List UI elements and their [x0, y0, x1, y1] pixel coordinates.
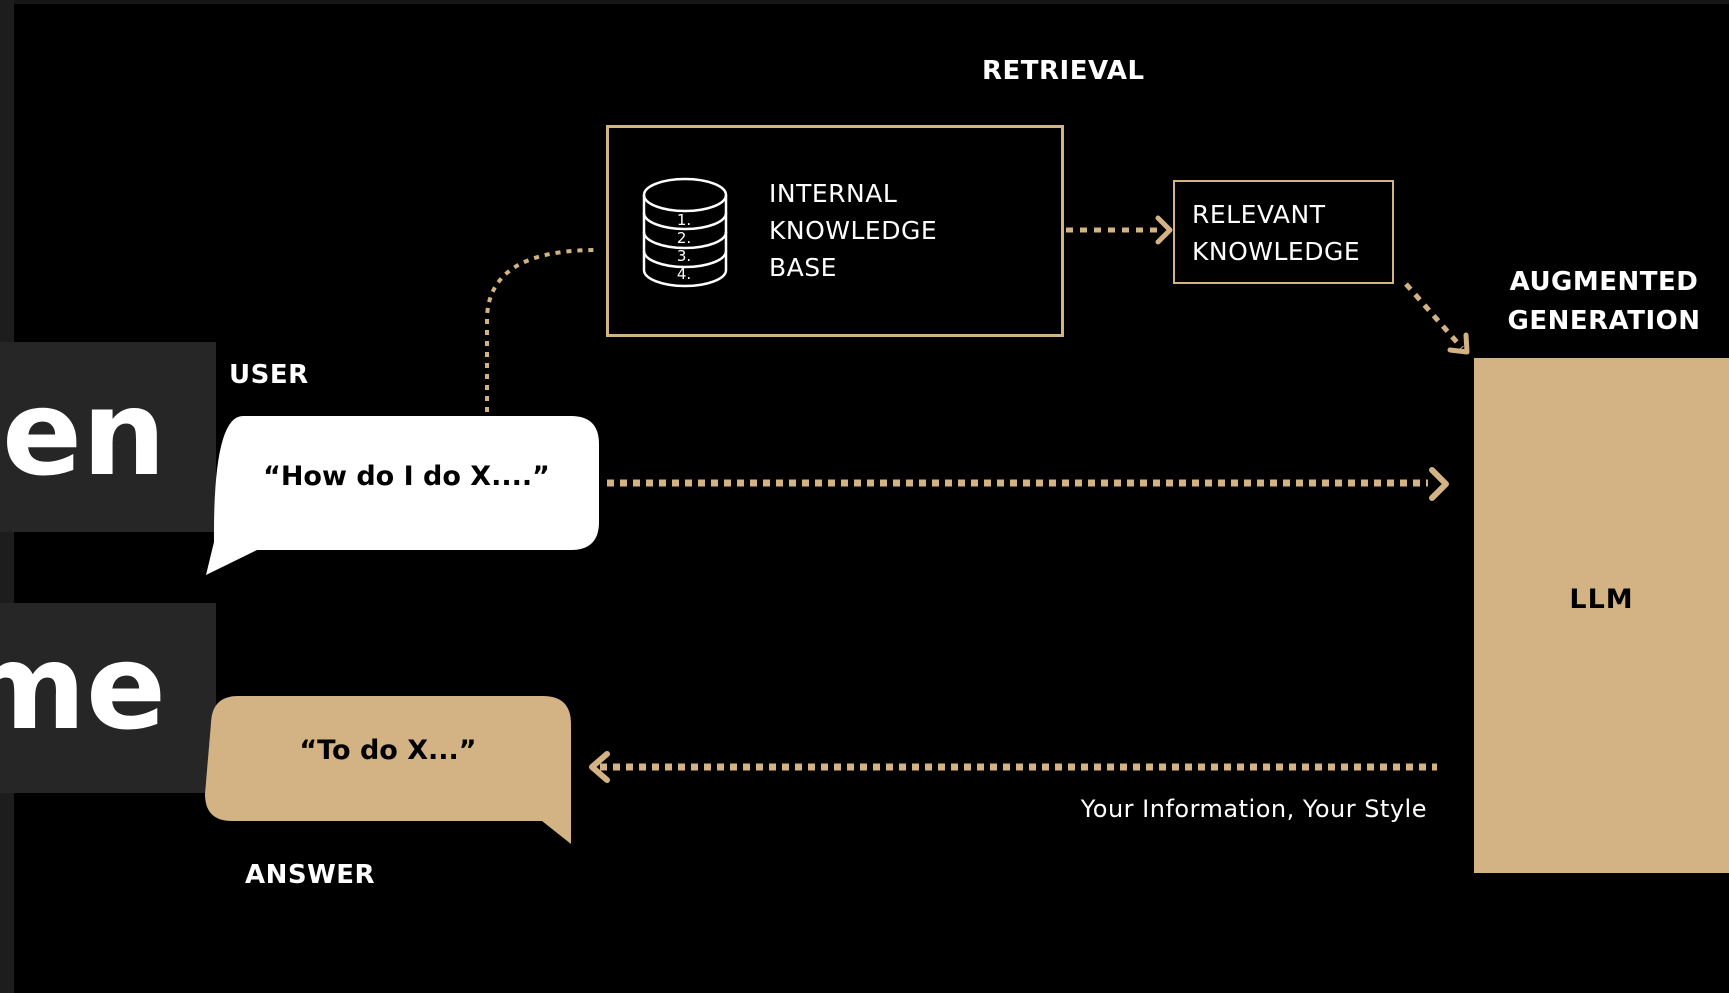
- backdrop-word-bottom: me: [0, 603, 216, 793]
- relevant-knowledge-label: RELEVANT KNOWLEDGE: [1192, 196, 1360, 270]
- augmented-generation-label: AUGMENTED GENERATION: [1490, 263, 1718, 341]
- database-item-3: 3.: [677, 247, 691, 265]
- retrieval-connector: [485, 248, 597, 412]
- knowledge-base-line1: INTERNAL: [769, 179, 898, 208]
- augmented-label-line2: GENERATION: [1507, 306, 1701, 336]
- backdrop-word-top-text: hen: [0, 364, 166, 502]
- answer-speech-bubble: [205, 696, 571, 844]
- database-item-4: 4.: [677, 265, 691, 283]
- knowledge-base-line3: BASE: [769, 253, 837, 282]
- arrow-left-icon: [589, 751, 610, 783]
- database-icon: [642, 177, 728, 288]
- relevant-knowledge-line2: KNOWLEDGE: [1192, 237, 1361, 266]
- answer-label: ANSWER: [245, 860, 376, 890]
- database-item-1: 1.: [677, 211, 691, 229]
- user-label: USER: [229, 360, 309, 390]
- retrieval-label: RETRIEVAL: [982, 56, 1145, 86]
- knowledge-base-label: INTERNAL KNOWLEDGE BASE: [769, 175, 937, 286]
- caption-text: Your Information, Your Style: [1080, 795, 1427, 823]
- answer-bubble-text-wrap: “To do X...”: [205, 737, 571, 777]
- user-speech-bubble: [206, 416, 599, 575]
- arrow-down-right-icon: [1447, 332, 1470, 355]
- augmented-label-line1: AUGMENTED: [1509, 267, 1699, 297]
- relevant-knowledge-box: [1173, 180, 1394, 284]
- backdrop-word-top: hen: [0, 342, 216, 532]
- llm-block: LLM: [1474, 358, 1729, 873]
- arrow-right-icon: [1155, 215, 1173, 245]
- arrow-right-icon: [1429, 467, 1449, 501]
- relevant-knowledge-line1: RELEVANT: [1192, 200, 1326, 229]
- knowledge-base-line2: KNOWLEDGE: [769, 216, 938, 245]
- answer-text: “To do X...”: [299, 735, 477, 766]
- knowledge-base-box: [606, 125, 1064, 337]
- backdrop-word-bottom-text: me: [0, 618, 166, 756]
- user-bubble-text-wrap: “How do I do X....”: [214, 463, 599, 503]
- user-question-text: “How do I do X....”: [263, 461, 550, 492]
- database-item-2: 2.: [677, 229, 691, 247]
- llm-label: LLM: [1569, 584, 1634, 615]
- top-edge: [0, 0, 1729, 4]
- connector-relevant-to-llm: [1404, 282, 1464, 350]
